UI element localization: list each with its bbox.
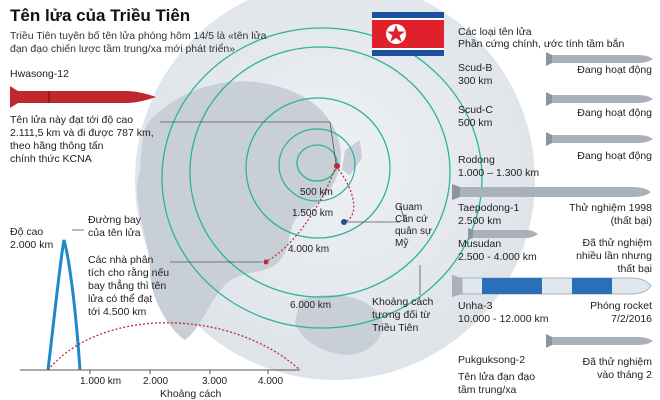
guam-line-2: Căn cứ xyxy=(395,214,428,225)
ring-1500 xyxy=(278,128,356,202)
missile-status-scud-b: Đang hoạt động xyxy=(577,64,652,76)
y-axis-title: Độ cao xyxy=(10,226,44,238)
y-axis-tick: 2.000 km xyxy=(10,239,54,251)
missile-name-unha-3: Unha-3 xyxy=(458,300,493,312)
hwasong-note-3: theo hãng thông tấn xyxy=(10,140,104,152)
scud-b-missile-icon xyxy=(546,52,653,66)
trajectory-chart xyxy=(20,229,301,374)
ring-label-4000: 4.000 km xyxy=(288,244,330,255)
distance-caption-3: Triều Tiên xyxy=(372,322,419,334)
guam-line-3: quân sự xyxy=(395,226,432,237)
x-tick-1000: 1.000 km xyxy=(80,376,122,387)
missile-name-scud-c: Scud-C xyxy=(458,104,494,116)
ring-label-1500: 1.500 km xyxy=(292,208,334,219)
missile-list-header-2: Phần cứng chính, ước tính tầm bắn xyxy=(458,38,625,50)
missile-status-taepodong-1: Thử nghiệm 1998 xyxy=(569,202,652,214)
launch-marker xyxy=(334,163,340,169)
australia-landmass xyxy=(295,295,383,355)
missile-name-taepodong: Taepodong-1 xyxy=(458,202,520,214)
musudan-missile-icon xyxy=(468,228,538,240)
guam-marker xyxy=(341,219,347,225)
flight-label-2: của tên lửa xyxy=(88,227,141,239)
distance-caption-1: Khoảng cách xyxy=(372,296,434,308)
missile-range-scud-c: 500 km xyxy=(458,117,493,129)
ring-6000b xyxy=(161,27,483,329)
missile-range-musudan: 2.500 - 4.000 km xyxy=(458,251,537,263)
guam-line-1: Guam xyxy=(395,202,423,213)
missile-name-rodong: Rodong xyxy=(458,154,495,166)
flight-label-1: Đường bay xyxy=(88,214,142,226)
japan-islands xyxy=(342,140,362,175)
x-tick-3000: 3.000 xyxy=(202,376,228,387)
missile-name-scud-b: Scud-B xyxy=(458,62,493,74)
missile-status-taepodong-2: (thất bại) xyxy=(610,215,652,227)
reach-marker xyxy=(263,259,269,265)
analysis-line-5: tới 4.500 km xyxy=(88,306,147,318)
x-axis-title: Khoảng cách xyxy=(160,388,222,400)
guam-line-4: Mỹ xyxy=(395,238,409,249)
missile-status-unha-3-1: Phóng rocket xyxy=(590,300,652,312)
missile-status-pukguksong-2: vào tháng 2 xyxy=(597,369,652,381)
hwasong-note-1: Tên lửa này đạt tới độ cao xyxy=(10,114,134,126)
missile-name-pukguksong: Pukguksong-2 xyxy=(458,354,526,366)
ring-6000a xyxy=(189,46,451,298)
page-title: Tên lửa của Triều Tiên xyxy=(10,6,191,25)
missile-range-rodong: 1.000 – 1.300 km xyxy=(458,167,540,179)
analysis-line-4: lửa có thể đạt xyxy=(88,293,153,305)
rodong-missile-icon xyxy=(546,132,653,146)
north-korea-flag-icon xyxy=(372,12,444,56)
missile-range-scud-b: 300 km xyxy=(458,75,493,87)
hwasong-name: Hwasong-12 xyxy=(10,68,69,80)
x-tick-2000: 2.000 xyxy=(143,376,169,387)
footer-note-1: Tên lửa đạn đạo xyxy=(458,371,536,383)
page-subtitle: Triều Tiên tuyên bố tên lửa phóng hôm 14… xyxy=(10,30,267,56)
missile-status-musudan-3: thất bại xyxy=(617,263,652,275)
hwasong-note-4: chính thức KCNA xyxy=(10,153,92,165)
ring-label-500: 500 km xyxy=(300,187,333,198)
analysis-line-2: tích cho rằng nếu xyxy=(88,267,170,279)
missile-status-musudan-2: nhiều lần nhưng xyxy=(576,250,652,262)
footer-note-2: tầm trung/xa xyxy=(458,384,517,396)
missile-list-header-1: Các loại tên lửa xyxy=(458,26,532,38)
taepodong-missile-icon xyxy=(452,184,651,200)
missile-status-musudan-1: Đã thử nghiệm xyxy=(582,237,652,249)
pukguksong-missile-icon xyxy=(546,334,653,348)
analysis-line-1: Các nhà phân xyxy=(88,254,154,266)
hwasong-note-2: 2.111,5 km và đi được 787 km, xyxy=(10,127,154,139)
missile-status-rodong: Đang hoạt động xyxy=(577,150,652,162)
missile-name-musudan: Musudan xyxy=(458,238,502,250)
asia-landmass xyxy=(136,81,341,340)
ring-4000 xyxy=(245,97,391,239)
missile-status-pukguksong-1: Đã thử nghiệm xyxy=(582,356,652,368)
analysis-line-3: bay thẳng thì tên xyxy=(88,280,167,292)
distance-caption-2: tương đối từ xyxy=(372,309,431,321)
missile-status-unha-3-2: 7/2/2016 xyxy=(611,313,652,325)
unha-3-rocket-icon xyxy=(452,275,652,297)
missile-range-taepodong: 2.500 km xyxy=(458,215,502,227)
x-tick-4000: 4.000 xyxy=(258,376,284,387)
flight-path xyxy=(46,239,82,371)
missile-status-scud-c: Đang hoạt động xyxy=(577,107,652,119)
missile-range-unha-3: 10.000 - 12.000 km xyxy=(458,313,549,325)
scud-c-missile-icon xyxy=(546,92,653,106)
hwasong-missile-icon xyxy=(10,86,156,108)
ring-label-6000: 6.000 km xyxy=(290,300,332,311)
